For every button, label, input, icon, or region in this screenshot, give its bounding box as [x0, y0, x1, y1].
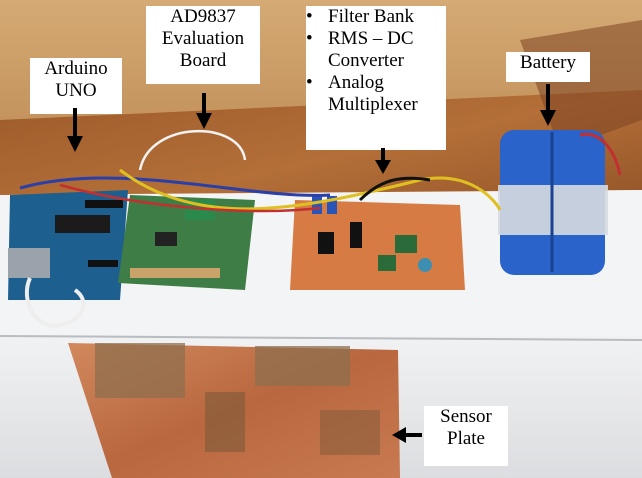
ad9837-component — [155, 232, 177, 246]
sensor-plate-label: Sensor Plate — [424, 406, 508, 466]
bullet-marker: • — [306, 6, 313, 27]
panel-edge — [0, 335, 642, 341]
battery-arrow-icon — [540, 84, 556, 126]
ad9837-connector — [130, 268, 220, 278]
wire-white — [138, 130, 247, 171]
usb-cable — [24, 277, 86, 328]
usb-port — [8, 248, 50, 278]
arduino-arrow-icon — [67, 108, 83, 152]
tape-strip-2 — [255, 346, 350, 386]
trimpot-1 — [312, 196, 322, 214]
battery-label: Battery — [506, 52, 590, 82]
wire-black — [358, 176, 431, 202]
battery-lead — [579, 132, 622, 176]
wire-blue — [19, 176, 331, 197]
perf-module-1 — [395, 235, 417, 253]
wire-red — [59, 183, 321, 213]
trimpot-2 — [327, 196, 337, 214]
ad9837-label: AD9837 Evaluation Board — [146, 6, 260, 84]
bullet-marker: • — [306, 28, 313, 49]
perf-module-2 — [378, 255, 396, 271]
arduino-header-2 — [88, 260, 118, 267]
arduino-header — [85, 200, 123, 208]
wire-yellow — [119, 168, 502, 211]
tape-strip-3 — [205, 392, 245, 452]
filter-bank-arrow-icon — [375, 148, 391, 174]
perf-chip-1 — [318, 232, 334, 254]
tape-strip-1 — [95, 343, 185, 398]
feature-filter-bank: • Filter Bank — [306, 6, 415, 27]
ad9837-board — [118, 195, 255, 290]
bullet-marker: • — [306, 72, 313, 93]
ad9837-arrow-icon — [196, 93, 212, 129]
arduino-label: Arduino UNO — [30, 58, 122, 114]
perf-chip-2 — [350, 222, 362, 248]
tape-strip-4 — [320, 410, 380, 455]
sensor-arrow-icon — [392, 427, 422, 443]
arduino-chip — [55, 215, 110, 233]
capacitor — [418, 258, 432, 272]
